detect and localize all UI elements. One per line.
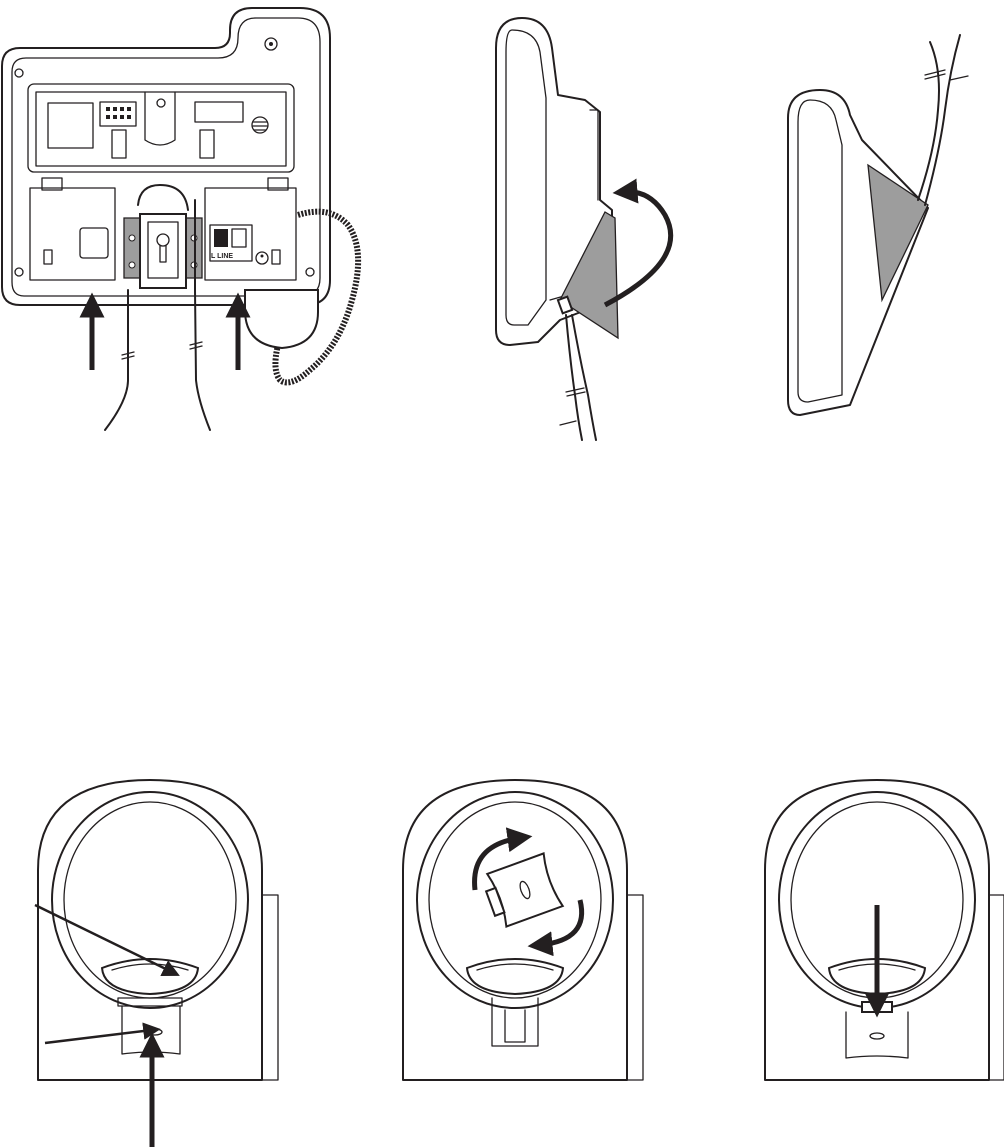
line-port-label: L LINE	[211, 253, 233, 260]
handset-tab-view-3-insert	[765, 780, 1004, 1080]
handset-tab-view-2-rotate	[403, 780, 643, 1080]
data-port-icon	[100, 102, 136, 126]
phone-back-view: L LINE	[2, 8, 358, 430]
wall-bracket-grey	[560, 212, 618, 338]
phone-side-view-mounted	[788, 35, 968, 415]
handset-tab-view-1	[35, 780, 278, 1147]
bracket-tab-left	[124, 218, 140, 278]
rotating-tab	[487, 853, 563, 926]
phone-side-view-bracket-swing	[496, 18, 671, 440]
